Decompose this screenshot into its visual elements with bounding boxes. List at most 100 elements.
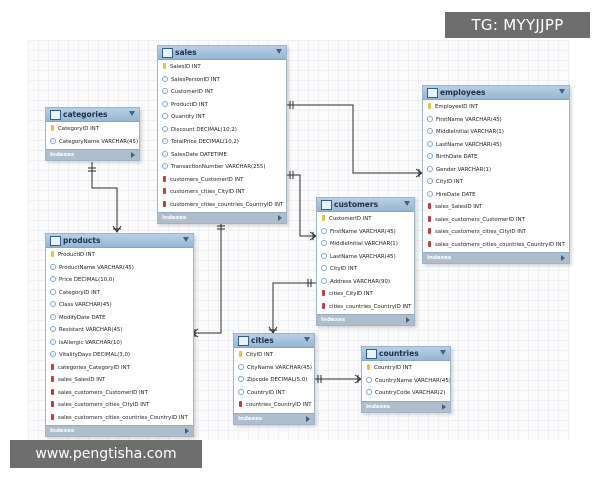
table-header[interactable]: cities xyxy=(234,334,314,348)
column-row[interactable]: CityID INT xyxy=(423,176,569,189)
table-header[interactable]: customers xyxy=(317,198,414,212)
table-header[interactable]: sales xyxy=(158,46,286,60)
column-row[interactable]: CategoryID INT xyxy=(46,123,139,136)
column-row[interactable]: CountryCode VARCHAR(2) xyxy=(362,387,450,400)
column-row[interactable]: MiddleInitial VARCHAR(1) xyxy=(317,238,414,251)
expand-arrow-icon[interactable] xyxy=(185,428,189,434)
column-row[interactable]: FirstName VARCHAR(45) xyxy=(423,114,569,127)
column-row[interactable]: CountryName VARCHAR(45) xyxy=(362,375,450,388)
column-row[interactable]: sales_customers_CustomerID INT xyxy=(46,387,193,400)
expand-arrow-icon[interactable] xyxy=(442,403,446,410)
column-row[interactable]: BirthDate DATE xyxy=(423,151,569,164)
column-row[interactable]: VitalityDays DECIMAL(3,0) xyxy=(46,349,193,362)
table-header[interactable]: products xyxy=(46,234,193,248)
column-row[interactable]: SalesDate DATETIME xyxy=(158,149,286,162)
column-row[interactable]: LastName VARCHAR(45) xyxy=(423,139,569,152)
column-row[interactable]: CityID INT xyxy=(234,349,314,362)
expand-arrow-icon[interactable] xyxy=(406,317,410,323)
column-row[interactable]: cities_CityID INT xyxy=(317,288,414,301)
expand-arrow-icon[interactable] xyxy=(131,152,135,158)
indexes-bar[interactable]: Indexes xyxy=(423,252,569,263)
column-label: BirthDate DATE xyxy=(436,154,478,160)
indexes-bar[interactable]: Indexes xyxy=(158,212,286,223)
table-header[interactable]: categories xyxy=(46,108,139,122)
expand-arrow-icon[interactable] xyxy=(561,255,565,261)
column-row[interactable]: customers_cities_CityID INT xyxy=(158,186,286,199)
column-row[interactable]: MiddleInitial VARCHAR(1) xyxy=(423,126,569,139)
column-row[interactable]: FirstName VARCHAR(45) xyxy=(317,226,414,239)
table-header[interactable]: countries xyxy=(362,347,450,361)
collapse-arrow-icon[interactable] xyxy=(183,237,189,242)
column-row[interactable]: Address VARCHAR(90) xyxy=(317,276,414,289)
column-row[interactable]: SalesPersonID INT xyxy=(158,74,286,87)
column-row[interactable]: Discount DECIMAL(10,2) xyxy=(158,124,286,137)
column-row[interactable]: cities_countries_CountryID INT xyxy=(317,301,414,314)
column-row[interactable]: categories_CategoryID INT xyxy=(46,362,193,375)
column-icon xyxy=(162,125,168,132)
collapse-arrow-icon[interactable] xyxy=(559,89,565,94)
expand-arrow-icon[interactable] xyxy=(278,215,282,221)
column-label: CategoryID INT xyxy=(58,126,99,132)
column-row[interactable]: CategoryID INT xyxy=(46,287,193,300)
indexes-bar[interactable]: Indexes xyxy=(46,425,193,436)
column-row[interactable]: Gender VARCHAR(1) xyxy=(423,164,569,177)
collapse-arrow-icon[interactable] xyxy=(129,111,135,116)
column-row[interactable]: customers_CustomerID INT xyxy=(158,174,286,187)
column-row[interactable]: ProductID INT xyxy=(46,249,193,262)
indexes-bar[interactable]: Indexes xyxy=(46,149,139,160)
column-row[interactable]: CustomerID INT xyxy=(317,213,414,226)
column-row[interactable]: customers_cities_countries_CountryID INT xyxy=(158,199,286,212)
collapse-arrow-icon[interactable] xyxy=(404,201,410,206)
table-header[interactable]: employees xyxy=(423,86,569,100)
column-row[interactable]: TransactionNumber VARCHAR(255) xyxy=(158,161,286,174)
column-row[interactable]: HireDate DATE xyxy=(423,189,569,202)
column-row[interactable]: sales_SalesID INT xyxy=(423,201,569,214)
column-row[interactable]: EmployeeID INT xyxy=(423,101,569,114)
table-title: products xyxy=(63,236,101,245)
column-row[interactable]: IsAllergic VARCHAR(10) xyxy=(46,337,193,350)
column-label: sales_customers_cities_countries_Country… xyxy=(58,414,188,421)
column-row[interactable]: CityName VARCHAR(45) xyxy=(234,362,314,375)
column-row[interactable]: sales_customers_CustomerID INT xyxy=(423,214,569,227)
column-row[interactable]: Zipcode DECIMAL(5,0) xyxy=(234,374,314,387)
column-row[interactable]: CountryID INT xyxy=(362,362,450,375)
column-row[interactable]: sales_customers_cities_countries_Country… xyxy=(423,239,569,252)
column-row[interactable]: countries_CountryID INT xyxy=(234,399,314,412)
indexes-label: Indexes xyxy=(50,428,75,434)
column-row[interactable]: CityID INT xyxy=(317,263,414,276)
indexes-bar[interactable]: Indexes xyxy=(317,314,414,325)
column-row[interactable]: CategoryName VARCHAR(45) xyxy=(46,136,139,149)
column-row[interactable]: TotalPrice DECIMAL(10,2) xyxy=(158,136,286,149)
column-row[interactable]: Quantity INT xyxy=(158,111,286,124)
column-row[interactable]: ModifyDate DATE xyxy=(46,312,193,325)
column-row[interactable]: Class VARCHAR(45) xyxy=(46,299,193,312)
column-row[interactable]: sales_SalesID INT xyxy=(46,374,193,387)
column-icon xyxy=(162,100,168,107)
column-row[interactable]: SalesID INT xyxy=(158,61,286,74)
column-row[interactable]: CustomerID INT xyxy=(158,86,286,99)
column-row[interactable]: CountryID INT xyxy=(234,387,314,400)
column-row[interactable]: Resistant VARCHAR(45) xyxy=(46,324,193,337)
column-row[interactable]: sales_customers_cities_CityID INT xyxy=(46,399,193,412)
indexes-bar[interactable]: Indexes xyxy=(362,400,450,412)
column-row[interactable]: Price DECIMAL(10,0) xyxy=(46,274,193,287)
column-row[interactable]: ProductName VARCHAR(45) xyxy=(46,262,193,275)
column-row[interactable]: LastName VARCHAR(45) xyxy=(317,251,414,264)
column-row[interactable]: ProductID INT xyxy=(158,99,286,112)
column-row[interactable]: sales_customers_cities_countries_Country… xyxy=(46,412,193,425)
column-row[interactable]: sales_customers_cities_CityID INT xyxy=(423,226,569,239)
collapse-arrow-icon[interactable] xyxy=(440,350,446,355)
collapse-arrow-icon[interactable] xyxy=(276,49,282,54)
indexes-label: Indexes xyxy=(366,403,391,410)
expand-arrow-icon[interactable] xyxy=(306,415,310,422)
indexes-bar[interactable]: Indexes xyxy=(234,412,314,424)
collapse-arrow-icon[interactable] xyxy=(304,337,310,342)
